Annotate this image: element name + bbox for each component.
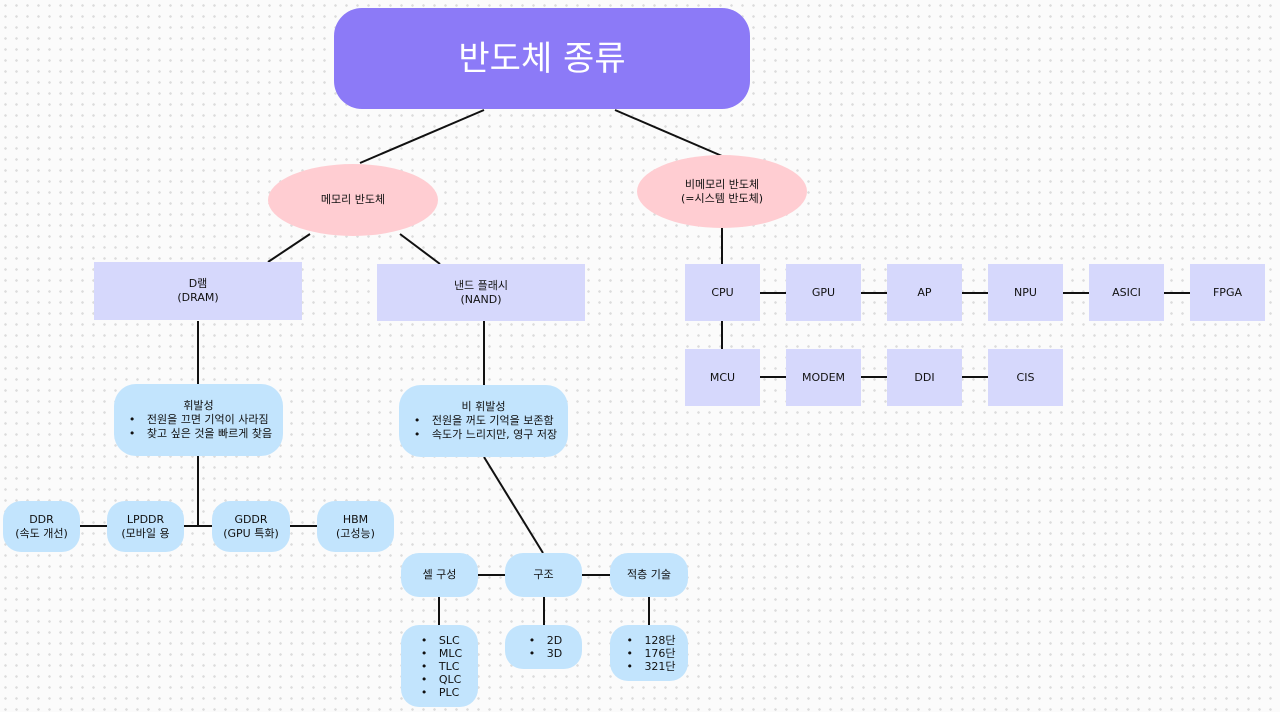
list-item: QLC: [417, 673, 462, 686]
list-item: 128단: [622, 634, 675, 647]
list-item: 3D: [525, 647, 562, 660]
dram-type-desc: (고성능): [336, 526, 375, 540]
list-item: 176단: [622, 647, 675, 660]
dram-type-desc: (모바일 용: [121, 526, 170, 540]
structure-types-list: 2D 3D: [505, 625, 582, 669]
stacking-levels-list: 128단 176단 321단: [610, 625, 688, 681]
non-memory-label-line1: 비메모리 반도체: [684, 177, 760, 191]
list-item: PLC: [417, 686, 462, 699]
connector: [483, 456, 544, 554]
memory-label: 메모리 반도체: [320, 193, 386, 206]
product-label: NPU: [1014, 285, 1037, 299]
connector: [359, 109, 485, 164]
nand-property-item: 전원을 꺼도 기억을 보존함: [410, 414, 557, 428]
dram-type-label: LPDDR: [126, 512, 165, 526]
dram-type-hbm: HBM (고성능): [317, 501, 394, 552]
product-asic: ASICI: [1089, 264, 1164, 321]
dram-type-label: DDR: [29, 512, 54, 526]
product-label: FPGA: [1212, 285, 1242, 299]
list-item: 2D: [525, 634, 562, 647]
product-label: MODEM: [801, 370, 846, 384]
product-label: DDI: [914, 370, 935, 384]
dram-node: D램 (DRAM): [94, 262, 302, 320]
nand-child-label: 적층 기술: [627, 568, 671, 581]
nand-properties-node: 비 휘발성 전원을 꺼도 기억을 보존함 속도가 느리지만, 영구 저장: [399, 385, 568, 457]
connector: [267, 233, 311, 263]
dram-type-desc: (속도 개선): [15, 526, 68, 540]
product-label: GPU: [811, 285, 836, 299]
dram-property-item: 전원을 끄면 기억이 사라짐: [125, 413, 272, 427]
nand-sublabel: (NAND): [460, 292, 502, 306]
list-item: TLC: [417, 660, 462, 673]
dram-type-label: HBM: [342, 512, 369, 526]
nand-child-label: 구조: [533, 568, 554, 581]
root-title: 반도체 종류: [458, 38, 626, 79]
product-label: CIS: [1016, 370, 1035, 384]
product-mcu: MCU: [685, 349, 760, 406]
connector: [614, 109, 723, 157]
product-ddi: DDI: [887, 349, 962, 406]
product-cis: CIS: [988, 349, 1063, 406]
cell-types-list: SLC MLC TLC QLC PLC: [401, 625, 478, 707]
non-memory-label-line2: (=시스템 반도체): [680, 191, 764, 205]
product-modem: MODEM: [786, 349, 861, 406]
connector: [399, 233, 441, 265]
product-gpu: GPU: [786, 264, 861, 321]
product-label: MCU: [709, 370, 736, 384]
dram-type-label: GDDR: [234, 512, 268, 526]
dram-label: D램: [188, 277, 208, 290]
nand-property-item: 속도가 느리지만, 영구 저장: [410, 428, 557, 442]
nand-cell-config-node: 셀 구성: [401, 553, 478, 597]
list-item: 321단: [622, 660, 675, 673]
product-ap: AP: [887, 264, 962, 321]
product-cpu: CPU: [685, 264, 760, 321]
root-node: 반도체 종류: [334, 8, 750, 109]
nand-properties-title: 비 휘발성: [461, 400, 506, 413]
product-fpga: FPGA: [1190, 264, 1265, 321]
dram-properties-node: 휘발성 전원을 끄면 기억이 사라짐 찾고 싶은 것을 빠르게 찾음: [114, 384, 283, 456]
dram-type-lpddr: LPDDR (모바일 용: [107, 501, 184, 552]
list-item: SLC: [417, 634, 462, 647]
nand-stacking-node: 적층 기술: [610, 553, 688, 597]
nand-label: 낸드 플래시: [453, 278, 509, 292]
memory-category-node: 메모리 반도체: [268, 164, 438, 236]
product-npu: NPU: [988, 264, 1063, 321]
nand-child-label: 셀 구성: [422, 568, 457, 581]
product-label: AP: [917, 285, 932, 299]
product-label: CPU: [711, 285, 734, 299]
nand-structure-node: 구조: [505, 553, 582, 597]
dram-type-ddr: DDR (속도 개선): [3, 501, 80, 552]
list-item: MLC: [417, 647, 462, 660]
product-label: ASICI: [1112, 285, 1141, 299]
dram-type-desc: (GPU 특화): [223, 526, 279, 540]
non-memory-category-node: 비메모리 반도체 (=시스템 반도체): [637, 155, 807, 228]
dram-type-gddr: GDDR (GPU 특화): [212, 501, 290, 552]
dram-properties-title: 휘발성: [183, 399, 214, 412]
dram-sublabel: (DRAM): [177, 291, 219, 304]
nand-node: 낸드 플래시 (NAND): [377, 264, 585, 321]
dram-property-item: 찾고 싶은 것을 빠르게 찾음: [125, 427, 272, 441]
